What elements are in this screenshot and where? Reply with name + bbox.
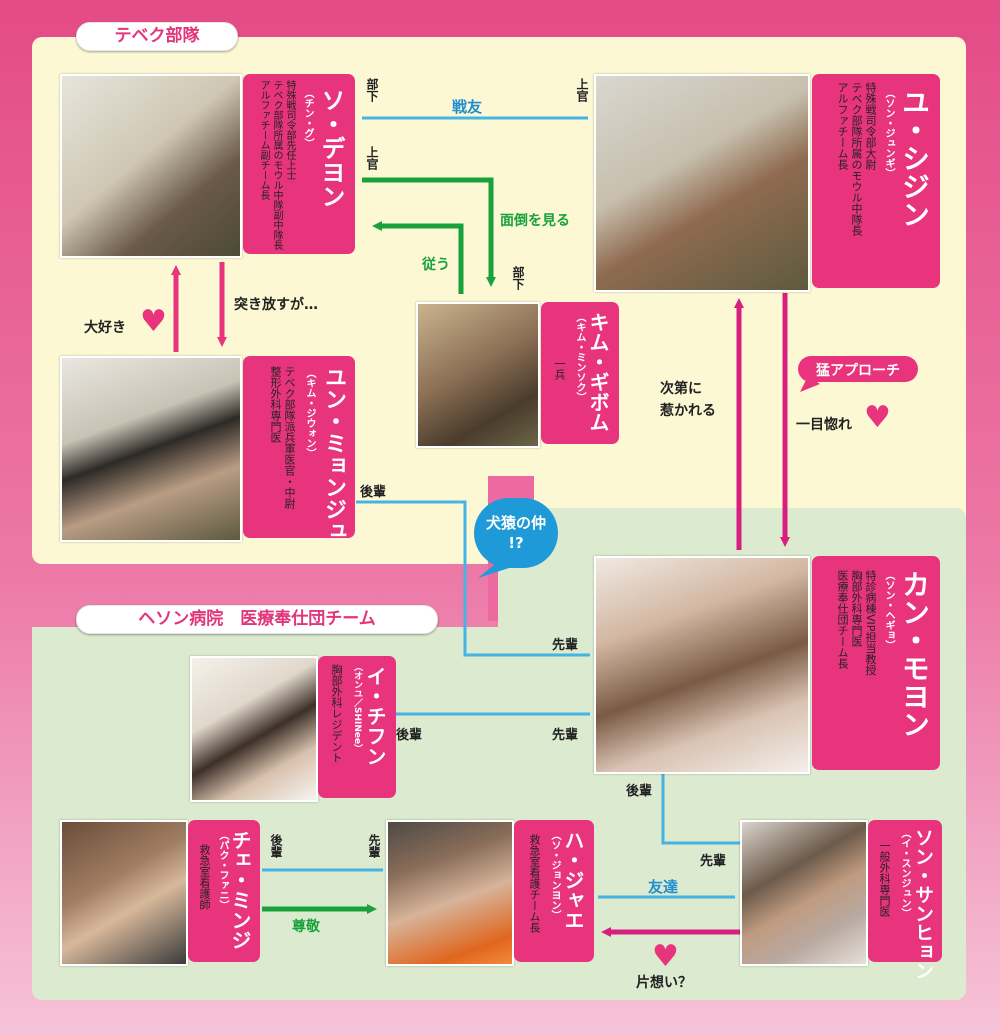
namebox-lee-chihoon: イ・チフン （オンユ／SHINee） 胸部外科レジデント bbox=[318, 656, 396, 798]
label-sonkei: 尊敬 bbox=[292, 919, 320, 935]
bubble-tail-approach bbox=[800, 376, 820, 392]
actor-song-sanghyun: （イ・スンジュン） bbox=[899, 828, 910, 918]
label-senpai-kang-1: 先輩 bbox=[552, 638, 579, 653]
label-kouhai-choi: 後輩 bbox=[269, 834, 283, 858]
name-seo-daeyoung: ソ・デヨン bbox=[317, 88, 345, 208]
namebox-kim-gibum: キム・ギボム （キム・ミンソク） 一兵 bbox=[541, 302, 619, 444]
actor-choi-minji: （パク・ファニ） bbox=[217, 830, 228, 910]
desc-yu-sijin-2: テベク部隊所属のモウル中隊長 bbox=[850, 82, 863, 236]
label-kouhai-lee: 後輩 bbox=[396, 728, 423, 743]
name-ha-jaae: ハ・ジャエ bbox=[561, 830, 585, 930]
label-kenen-2: !? bbox=[508, 534, 524, 552]
namebox-ha-jaae: ハ・ジャエ （ソ・ジョンヨン） 救急室看護チーム長 bbox=[514, 820, 594, 962]
photo-kang-moyeon bbox=[594, 556, 810, 774]
name-lee-chihoon: イ・チフン bbox=[363, 666, 387, 766]
label-joukan-seo: 上官 bbox=[365, 146, 379, 170]
heart-icon-kataomoi: ♥ bbox=[652, 939, 679, 974]
actor-kang-moyeon: （ソン・ヘギョ） bbox=[883, 570, 894, 650]
actor-ha-jaae: （ソ・ジョンヨン） bbox=[549, 830, 560, 920]
desc-lee-chihoon-1: 胸部外科レジデント bbox=[330, 664, 343, 763]
actor-yoon-myungju: （キム・ジウォン） bbox=[304, 368, 315, 458]
section-label-tebek: テベク部隊 bbox=[76, 22, 238, 51]
label-buka-kim: 部下 bbox=[511, 266, 525, 290]
label-kataomoi: 片想い？ bbox=[636, 975, 692, 991]
desc-seo-daeyoung-2: テベク部隊所属のモウル中隊副中隊長 bbox=[271, 80, 282, 250]
actor-lee-chihoon: （オンユ／SHINee） bbox=[352, 662, 362, 754]
label-senyuu: 戦友 bbox=[452, 98, 483, 116]
label-shidai-2: 惹かれる bbox=[660, 403, 716, 419]
label-kenen-1: 犬猿の仲 bbox=[485, 514, 546, 532]
desc-ha-jaae-1: 救急室看護チーム長 bbox=[528, 834, 541, 933]
heart-icon-hitomebore: ♥ bbox=[864, 400, 891, 435]
photo-yoon-myungju bbox=[60, 356, 242, 542]
desc-song-sanghyun-1: 一般外科専門医 bbox=[878, 840, 891, 917]
label-senpai-kang-2: 先輩 bbox=[552, 728, 579, 743]
label-mou-approach: 猛アプローチ bbox=[816, 363, 900, 379]
desc-yoon-myungju-2: 整形外科専門医 bbox=[269, 366, 282, 443]
arrow-shitagau bbox=[372, 221, 464, 294]
name-yoon-myungju: ユン・ミョンジュ bbox=[321, 366, 346, 542]
actor-seo-daeyoung: （チン・グ） bbox=[302, 88, 313, 148]
photo-ha-jaae bbox=[386, 820, 514, 966]
section-label-haesong: ヘソン病院 医療奉仕団チーム bbox=[76, 605, 438, 634]
desc-kang-moyeon-3: 医療奉仕団チーム長 bbox=[836, 570, 849, 669]
name-kang-moyeon: カン・モヨン bbox=[898, 570, 931, 738]
label-kouhai-kang: 後輩 bbox=[626, 784, 653, 799]
line-yoon-kang bbox=[356, 500, 590, 657]
label-tomodachi: 友達 bbox=[648, 878, 679, 896]
label-shitagau: 従う bbox=[422, 257, 450, 273]
line-kang-song bbox=[661, 770, 740, 845]
namebox-choi-minji: チェ・ミンジ （パク・ファニ） 救急室看護師 bbox=[188, 820, 260, 962]
label-mendou: 面倒を見る bbox=[500, 213, 570, 229]
label-senpai-song: 先輩 bbox=[700, 854, 727, 869]
desc-yoon-myungju-1: テベク部隊派兵軍医官・中尉 bbox=[283, 366, 296, 509]
desc-kang-moyeon-1: 特診病棟VIP担当教授 bbox=[864, 570, 877, 676]
photo-choi-minji bbox=[60, 820, 188, 966]
desc-choi-minji-1: 救急室看護師 bbox=[198, 844, 211, 910]
namebox-yoon-myungju: ユン・ミョンジュ （キム・ジウォン） テベク部隊派兵軍医官・中尉 整形外科専門医 bbox=[243, 356, 355, 542]
label-buka-seo: 部下 bbox=[365, 78, 379, 102]
heart-icon-daisuki: ♥ bbox=[140, 304, 167, 339]
desc-kim-gibum-1: 一兵 bbox=[553, 358, 566, 380]
photo-seo-daeyoung bbox=[60, 74, 242, 258]
label-joukan-yu: 上官 bbox=[575, 78, 589, 102]
actor-yu-sijin: （ソン・ジュンギ） bbox=[883, 88, 894, 178]
bubble-approach bbox=[798, 356, 918, 382]
name-yu-sijin: ユ・シジン bbox=[898, 88, 931, 228]
namebox-seo-daeyoung: ソ・デヨン （チン・グ） 特殊戦司令部先任上士 テベク部隊所属のモウル中隊副中隊… bbox=[243, 74, 355, 254]
desc-kang-moyeon-2: 胸部外科専門医 bbox=[850, 570, 863, 647]
label-daisuki: 大好き bbox=[84, 320, 126, 336]
label-tsukihanasu: 突き放すが… bbox=[234, 297, 318, 313]
bubble-kenen bbox=[474, 498, 558, 568]
namebox-kang-moyeon: カン・モヨン （ソン・ヘギョ） 特診病棟VIP担当教授 胸部外科専門医 医療奉仕… bbox=[812, 556, 940, 770]
label-kouhai-yoon: 後輩 bbox=[360, 485, 387, 500]
photo-song-sanghyun bbox=[740, 820, 868, 966]
name-song-sanghyun: ソン・サンヒョン bbox=[912, 828, 934, 980]
desc-yu-sijin-1: 特殊戦司令部大尉 bbox=[864, 82, 877, 170]
namebox-yu-sijin: ユ・シジン （ソン・ジュンギ） 特殊戦司令部大尉 テベク部隊所属のモウル中隊長 … bbox=[812, 74, 940, 288]
desc-yu-sijin-3: アルファチーム長 bbox=[836, 82, 849, 170]
desc-seo-daeyoung-3: アルファチーム副チーム長 bbox=[258, 80, 269, 200]
photo-kim-gibum bbox=[416, 302, 540, 448]
namebox-song-sanghyun: ソン・サンヒョン （イ・スンジュン） 一般外科専門医 bbox=[868, 820, 942, 980]
photo-lee-chihoon bbox=[190, 656, 318, 802]
label-shidai-1: 次第に bbox=[660, 381, 702, 397]
actor-kim-gibum: （キム・ミンソク） bbox=[574, 312, 585, 402]
desc-seo-daeyoung-1: 特殊戦司令部先任上士 bbox=[284, 80, 295, 180]
name-kim-gibum: キム・ギボム bbox=[586, 312, 610, 432]
label-hitomebore: 一目惚れ bbox=[796, 417, 852, 433]
name-choi-minji: チェ・ミンジ bbox=[228, 830, 252, 950]
arrow-mendou bbox=[362, 177, 496, 287]
photo-yu-sijin bbox=[594, 74, 810, 292]
label-senpai-ha: 先輩 bbox=[367, 834, 381, 858]
